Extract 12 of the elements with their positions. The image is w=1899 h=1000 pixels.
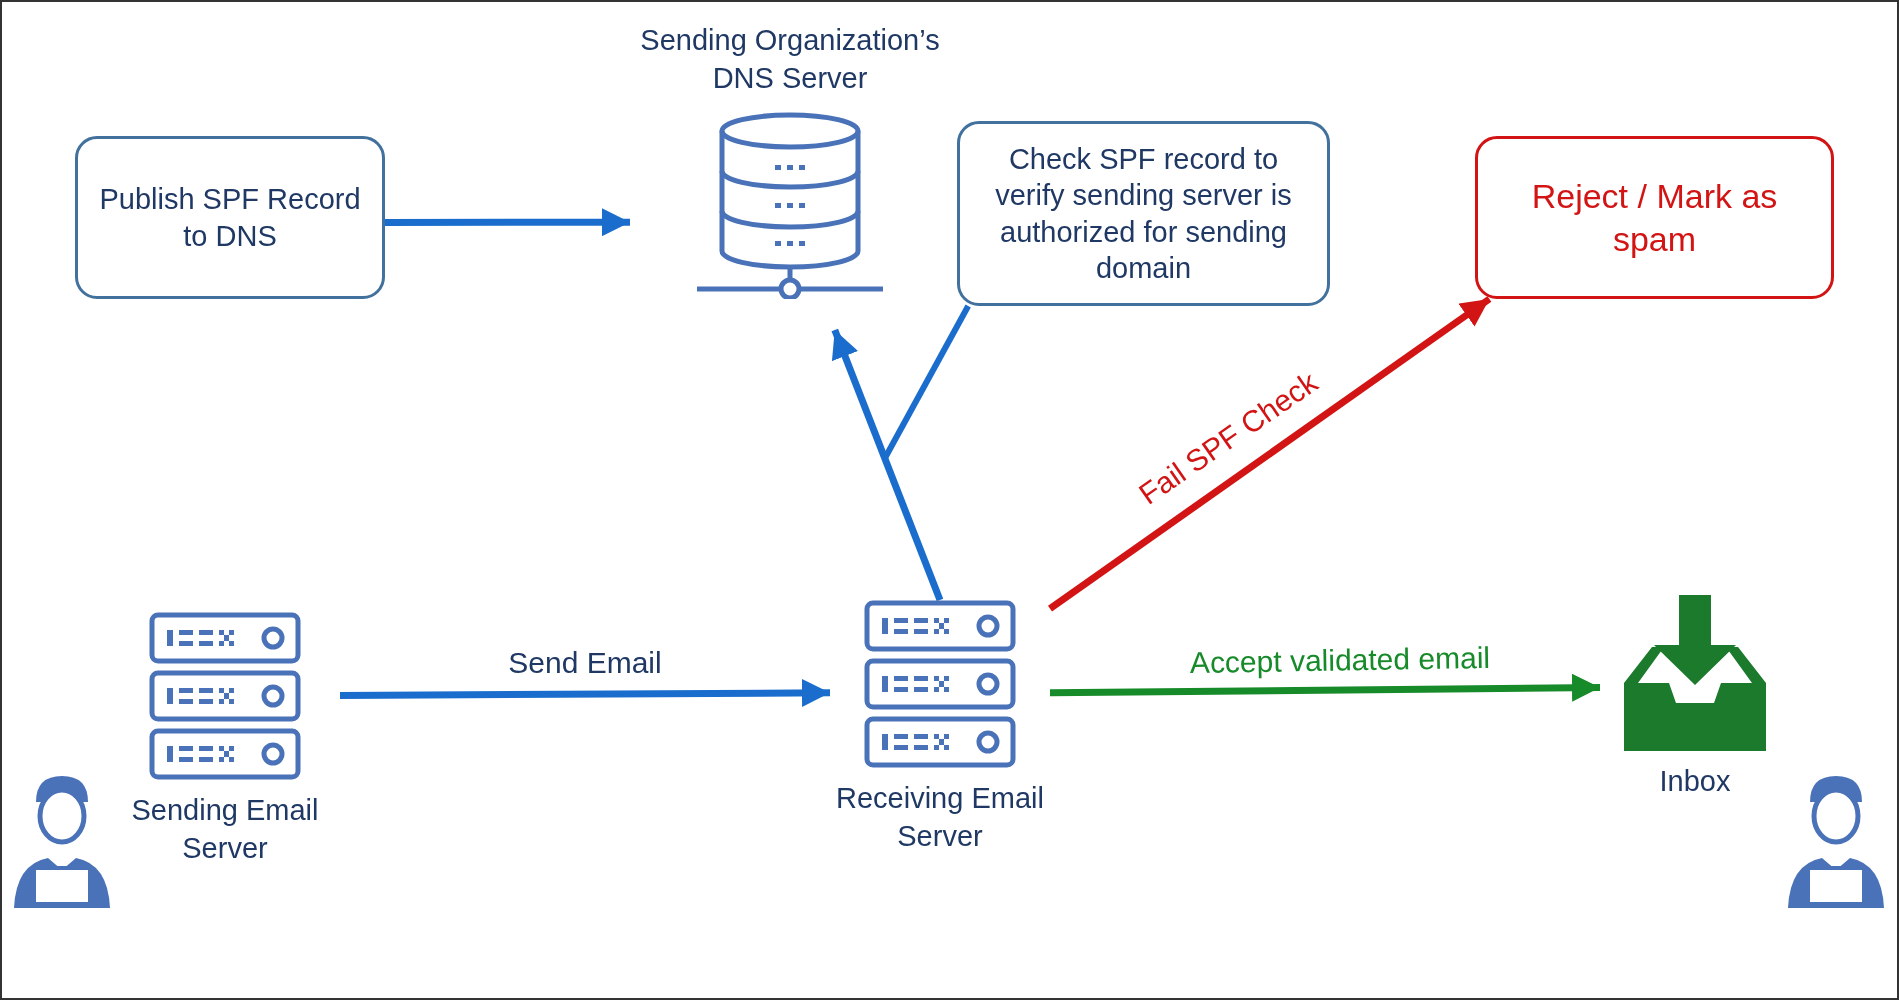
node-label: Sending Organization’s DNS Server [639, 23, 941, 96]
callout-box: Check SPF record to verify sending server is authorized for sending domain [957, 121, 1330, 306]
process-box: Publish SPF Record to DNS [75, 136, 385, 299]
outcome-box: Reject / Mark as spam [1475, 136, 1834, 299]
node-label: Sending Email Server [130, 793, 320, 866]
arrow [1048, 296, 1492, 612]
arrow [831, 328, 944, 602]
node-label: Receiving Email Server [835, 781, 1045, 854]
leader-line [882, 304, 971, 460]
node-label: Inbox [1659, 764, 1731, 799]
arrow [1049, 673, 1601, 702]
arrow [339, 678, 831, 707]
